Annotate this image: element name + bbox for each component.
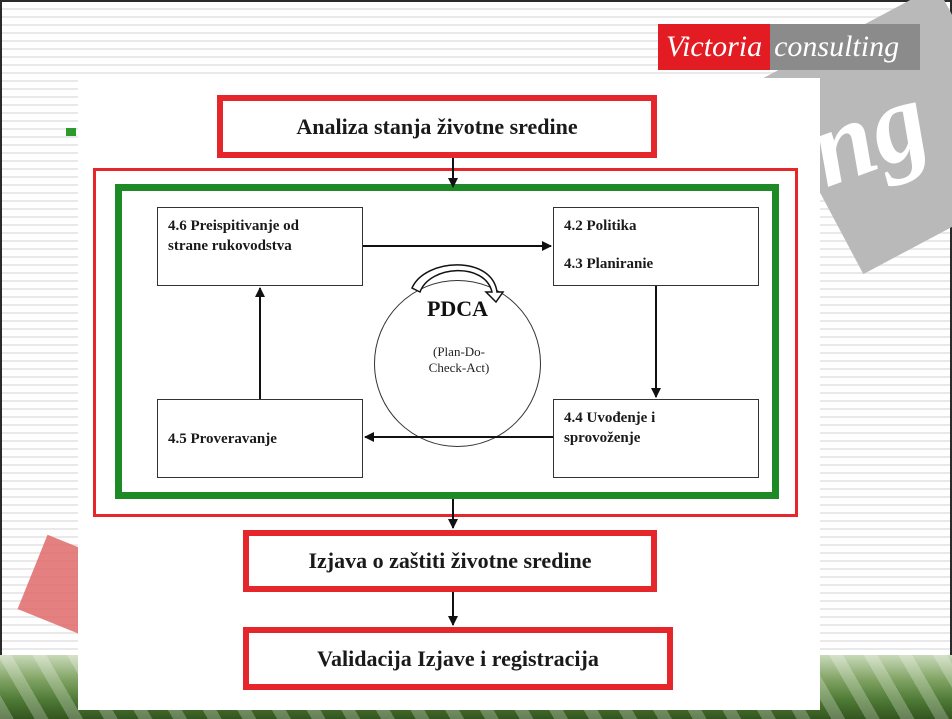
statement-box-label: Izjava o zaštiti životne sredine (308, 548, 592, 573)
victoria-consulting-logo: Victoria consulting (658, 24, 921, 70)
pdca-subtitle: (Plan-Do- Check-Act) (414, 344, 504, 376)
analysis-box-label: Analiza stanja životne sredine (296, 113, 578, 139)
step-policy-line: 4.2 Politika (564, 218, 637, 234)
step-management-review-line1: 4.6 Preispitivanje od (168, 218, 299, 234)
step-implementation-line1: 4.4 Uvođenje i (564, 410, 656, 426)
ems-outer-frame (93, 168, 798, 517)
step-checking-line1: 4.5 Proveravanje (168, 430, 277, 447)
pdca-subtitle-line2: Check-Act) (428, 360, 490, 375)
step-policy-planning: 4.2 Politika 4.3 Planiranie (553, 207, 759, 286)
bullet-marker (66, 128, 76, 136)
logo-red-part: Victoria (658, 24, 771, 70)
validation-box: Validacija Izjave i registracija (243, 627, 673, 690)
analysis-box: Analiza stanja životne sredine (217, 95, 657, 158)
pdca-title: PDCA (426, 296, 489, 321)
pdca-cycle-arrow (411, 264, 505, 304)
step-management-review: 4.6 Preispitivanje od strane rukovodstva (157, 207, 363, 286)
statement-box: Izjava o zaštiti životne sredine (243, 530, 657, 592)
step-planning-line: 4.3 Planiranie (564, 256, 654, 272)
step-implementation: 4.4 Uvođenje i sprovoženje (553, 399, 759, 478)
step-implementation-line2: sprovoženje (564, 430, 641, 446)
pdca-green-frame (115, 184, 779, 499)
logo-gray-part: consulting (770, 24, 921, 70)
validation-box-label: Validacija Izjave i registracija (317, 645, 599, 671)
step-checking: 4.5 Proveravanje (157, 399, 363, 478)
pdca-circle (374, 280, 541, 447)
step-management-review-line2: strane rukovodstva (168, 238, 292, 254)
pdca-subtitle-line1: (Plan-Do- (433, 344, 485, 359)
